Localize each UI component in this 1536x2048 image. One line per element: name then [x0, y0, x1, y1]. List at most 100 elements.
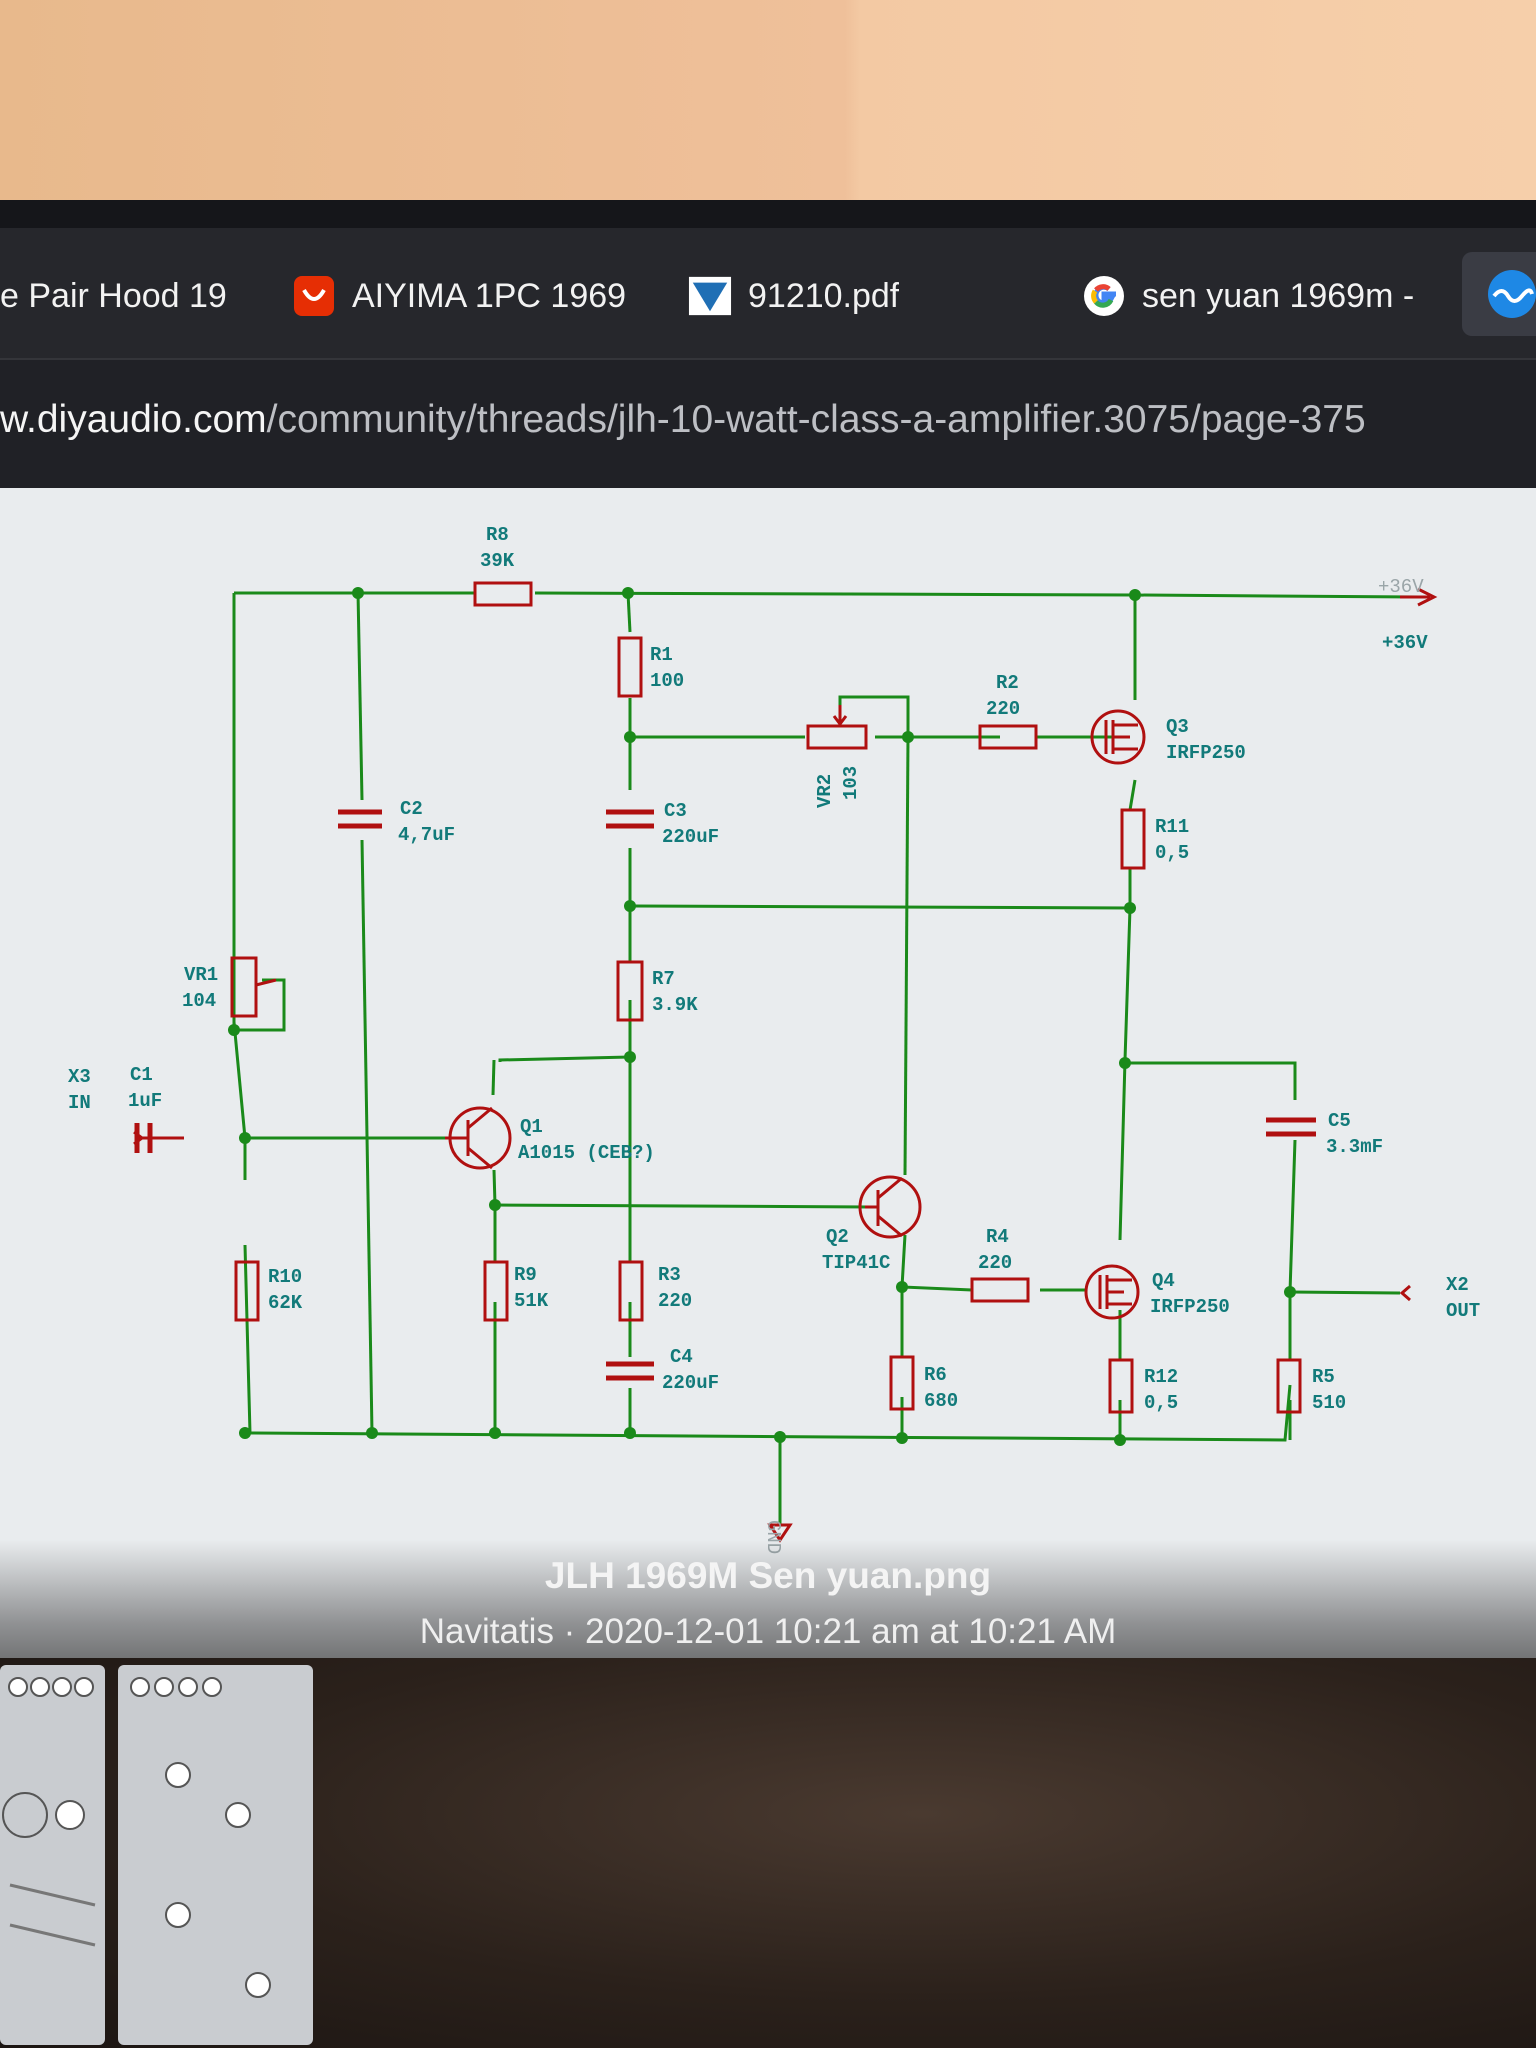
- c5-value: 3.3mF: [1326, 1136, 1383, 1158]
- r7-symbol: [616, 960, 644, 1022]
- r9-ref: R9: [514, 1264, 537, 1286]
- c4-ref: C4: [670, 1346, 693, 1368]
- r12-value: 0,5: [1144, 1392, 1178, 1414]
- image-caption-overlay: [0, 1540, 1536, 1680]
- r11-value: 0,5: [1155, 842, 1189, 864]
- r4-value: 220: [978, 1252, 1012, 1274]
- c1-ref: C1: [130, 1064, 153, 1086]
- q4-value: IRFP250: [1150, 1296, 1230, 1318]
- c3-value: 220uF: [662, 826, 719, 848]
- vr1-value: 104: [182, 990, 216, 1012]
- c3-ref: C3: [664, 800, 687, 822]
- r8-ref: R8: [486, 524, 509, 546]
- r11-ref: R11: [1155, 816, 1189, 838]
- url-path: /community/threads/jlh-10-watt-class-a-a…: [266, 398, 1366, 441]
- r9-symbol: [483, 1260, 509, 1322]
- vr1-symbol: [230, 956, 258, 1018]
- c2-value: 4,7uF: [398, 824, 455, 846]
- r5-value: 510: [1312, 1392, 1346, 1414]
- r6-ref: R6: [924, 1364, 947, 1386]
- r7-ref: R7: [652, 968, 675, 990]
- q3-ref: Q3: [1166, 716, 1189, 738]
- tab-aiyima[interactable]: AIYIMA 1PC 1969: [292, 264, 632, 328]
- r12-symbol: [1108, 1358, 1134, 1414]
- gnd-symbol: [767, 1523, 793, 1543]
- junction-dots: [228, 587, 1296, 1446]
- r12-ref: R12: [1144, 1366, 1178, 1388]
- pcb-board-left: [0, 1665, 105, 2045]
- r4-ref: R4: [986, 1226, 1009, 1248]
- tab-google-search[interactable]: sen yuan 1969m -: [1082, 264, 1422, 328]
- aliexpress-icon: [292, 274, 336, 318]
- r2-value: 220: [986, 698, 1020, 720]
- url-text: w.diyaudio.com/community/threads/jlh-10-…: [0, 398, 1366, 442]
- r1-ref: R1: [650, 644, 673, 666]
- vr2-ref: VR2: [814, 774, 836, 808]
- q1-ref: Q1: [520, 1116, 543, 1138]
- x2-pin: [1399, 1284, 1411, 1302]
- schematic-parts: [133, 581, 1438, 1543]
- r10-symbol: [234, 1260, 260, 1322]
- r5-ref: R5: [1312, 1366, 1335, 1388]
- r6-symbol: [889, 1355, 915, 1411]
- c4-value: 220uF: [662, 1372, 719, 1394]
- x2-value: OUT: [1446, 1300, 1480, 1322]
- rail-label: +36V: [1382, 632, 1428, 654]
- c5-ref: C5: [1328, 1110, 1351, 1132]
- r1-value: 100: [650, 670, 684, 692]
- q2-value: TIP41C: [822, 1252, 890, 1274]
- schematic-labels: R8 39K R1 100 R2 220 VR2 103 Q3 IRFP250 …: [68, 524, 1480, 1554]
- r3-value: 220: [658, 1290, 692, 1312]
- background-wall: [0, 0, 1536, 210]
- c1-value: 1uF: [128, 1090, 162, 1112]
- vr2-symbol: [806, 724, 868, 750]
- pcb-board-right: [118, 1665, 313, 2045]
- tab-label: e Pair Hood 19: [0, 276, 227, 315]
- tab-label: 91210.pdf: [748, 276, 900, 315]
- r10-value: 62K: [268, 1292, 303, 1314]
- rail-arrow: [1400, 587, 1438, 607]
- rail-net-faded: +36V: [1378, 576, 1424, 598]
- pcb-board-left-art: [2, 1677, 96, 1947]
- tab-91210-pdf[interactable]: 91210.pdf: [688, 264, 948, 328]
- r3-ref: R3: [658, 1264, 681, 1286]
- x3-ref: X3: [68, 1066, 91, 1088]
- address-bar[interactable]: w.diyaudio.com/community/threads/jlh-10-…: [0, 358, 1536, 490]
- q2-symbol: [858, 1175, 922, 1239]
- vr1-ref: VR1: [184, 964, 218, 986]
- r1-symbol: [617, 636, 643, 698]
- r5-symbol: [1276, 1358, 1302, 1414]
- r11-symbol: [1120, 808, 1146, 870]
- q4-symbol: [1084, 1264, 1140, 1320]
- browser-tab-bar: e Pair Hood 19 AIYIMA 1PC 1969 91210.pdf…: [0, 228, 1536, 358]
- x3-value: IN: [68, 1092, 91, 1114]
- tab-active-partial[interactable]: [1462, 252, 1536, 336]
- c1-symbol: [134, 1123, 153, 1153]
- x2-ref: X2: [1446, 1274, 1469, 1296]
- schematic-diagram: R8 39K R1 100 R2 220 VR2 103 Q3 IRFP250 …: [68, 524, 1480, 1554]
- q4-ref: Q4: [1152, 1270, 1175, 1292]
- r4-symbol: [970, 1277, 1030, 1303]
- q2-ref: Q2: [826, 1226, 849, 1248]
- r3-symbol: [618, 1260, 644, 1322]
- r10-ref: R10: [268, 1266, 302, 1288]
- r8-value: 39K: [480, 550, 515, 572]
- q1-value: A1015 (CEB?): [518, 1142, 655, 1164]
- google-icon: [1082, 274, 1126, 318]
- r9-value: 51K: [514, 1290, 549, 1312]
- r2-symbol: [978, 724, 1038, 750]
- schematic-wires: [140, 591, 1421, 1525]
- c2-ref: C2: [400, 798, 423, 820]
- image-viewer: R8 39K R1 100 R2 220 VR2 103 Q3 IRFP250 …: [0, 488, 1536, 1658]
- vishay-icon: [688, 274, 732, 318]
- r7-value: 3.9K: [652, 994, 698, 1016]
- image-meta: Navitatis · 2020-12-01 10:21 am at 10:21…: [419, 1612, 1117, 1651]
- r6-value: 680: [924, 1390, 958, 1412]
- tab-pair-hood[interactable]: e Pair Hood 19: [0, 264, 240, 328]
- pcb-board-right-art: [130, 1677, 271, 1998]
- tab-label: sen yuan 1969m -: [1142, 276, 1415, 315]
- url-host: w.diyaudio.com: [0, 398, 267, 441]
- r2-ref: R2: [996, 672, 1019, 694]
- wave-icon: [1488, 270, 1536, 318]
- q3-symbol: [1090, 709, 1146, 765]
